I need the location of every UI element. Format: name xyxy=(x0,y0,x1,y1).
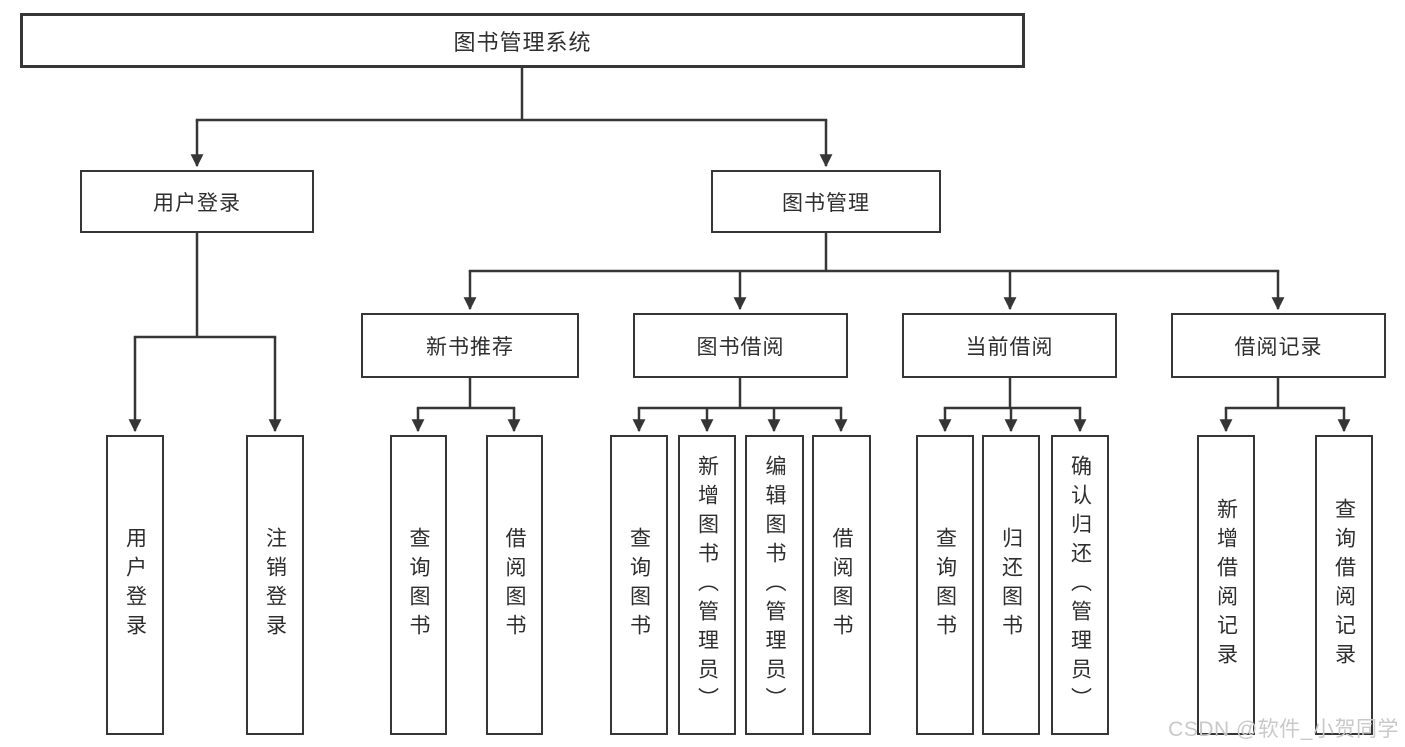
node-user-login: 用户登录 xyxy=(80,170,314,233)
leaf-borrow-books-recommend: 借阅图书 xyxy=(486,435,543,735)
node-library-management-system: 图书管理系统 xyxy=(20,13,1025,68)
leaf-confirm-return-admin: 确认归还（管理员） xyxy=(1051,435,1109,735)
leaf-user-login: 用户登录 xyxy=(106,435,164,735)
leaf-logout-login: 注销登录 xyxy=(246,435,304,735)
leaf-query-books-borrowing: 查询图书 xyxy=(610,435,668,735)
leaf-add-borrow-record: 新增借阅记录 xyxy=(1197,435,1255,735)
leaf-query-books-current: 查询图书 xyxy=(916,435,974,735)
node-borrowing-records: 借阅记录 xyxy=(1171,313,1386,378)
leaf-borrow-books-borrowing: 借阅图书 xyxy=(812,435,871,735)
node-book-borrowing: 图书借阅 xyxy=(633,313,848,378)
leaf-add-book-admin: 新增图书（管理员） xyxy=(678,435,736,735)
node-new-book-recommend: 新书推荐 xyxy=(361,313,579,378)
node-book-management: 图书管理 xyxy=(711,170,941,233)
leaf-edit-book-admin: 编辑图书（管理员） xyxy=(745,435,804,735)
leaf-query-borrow-record: 查询借阅记录 xyxy=(1315,435,1373,735)
node-current-borrowing: 当前借阅 xyxy=(902,313,1117,378)
leaf-query-books-recommend: 查询图书 xyxy=(390,435,447,735)
leaf-return-books: 归还图书 xyxy=(982,435,1040,735)
